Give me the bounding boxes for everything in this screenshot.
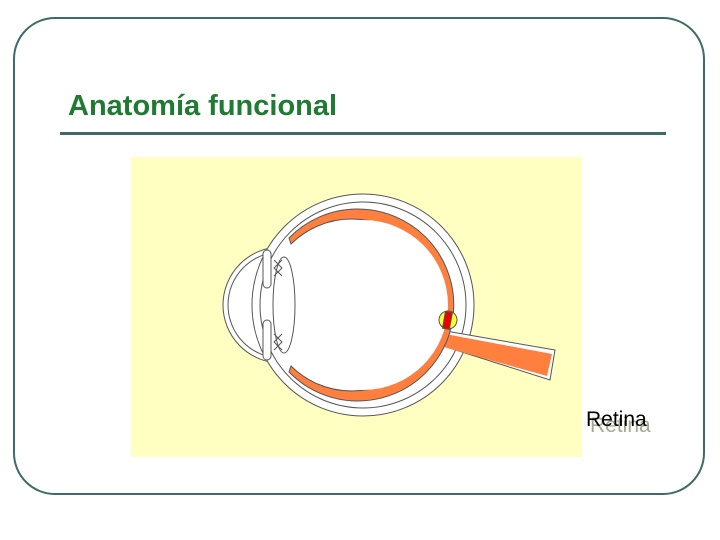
retina-label: Retina: [586, 408, 647, 431]
iris-upper: [262, 249, 272, 289]
vitreous: [278, 220, 448, 390]
slide-title: Anatomía funcional: [68, 90, 338, 122]
title-divider: [60, 132, 666, 135]
iris-lower: [262, 319, 272, 361]
ciliary-body: [273, 259, 283, 351]
macula-core: [441, 310, 453, 330]
slide-frame: [13, 17, 705, 495]
lens: [272, 256, 296, 354]
optic-nerve: [440, 333, 552, 376]
